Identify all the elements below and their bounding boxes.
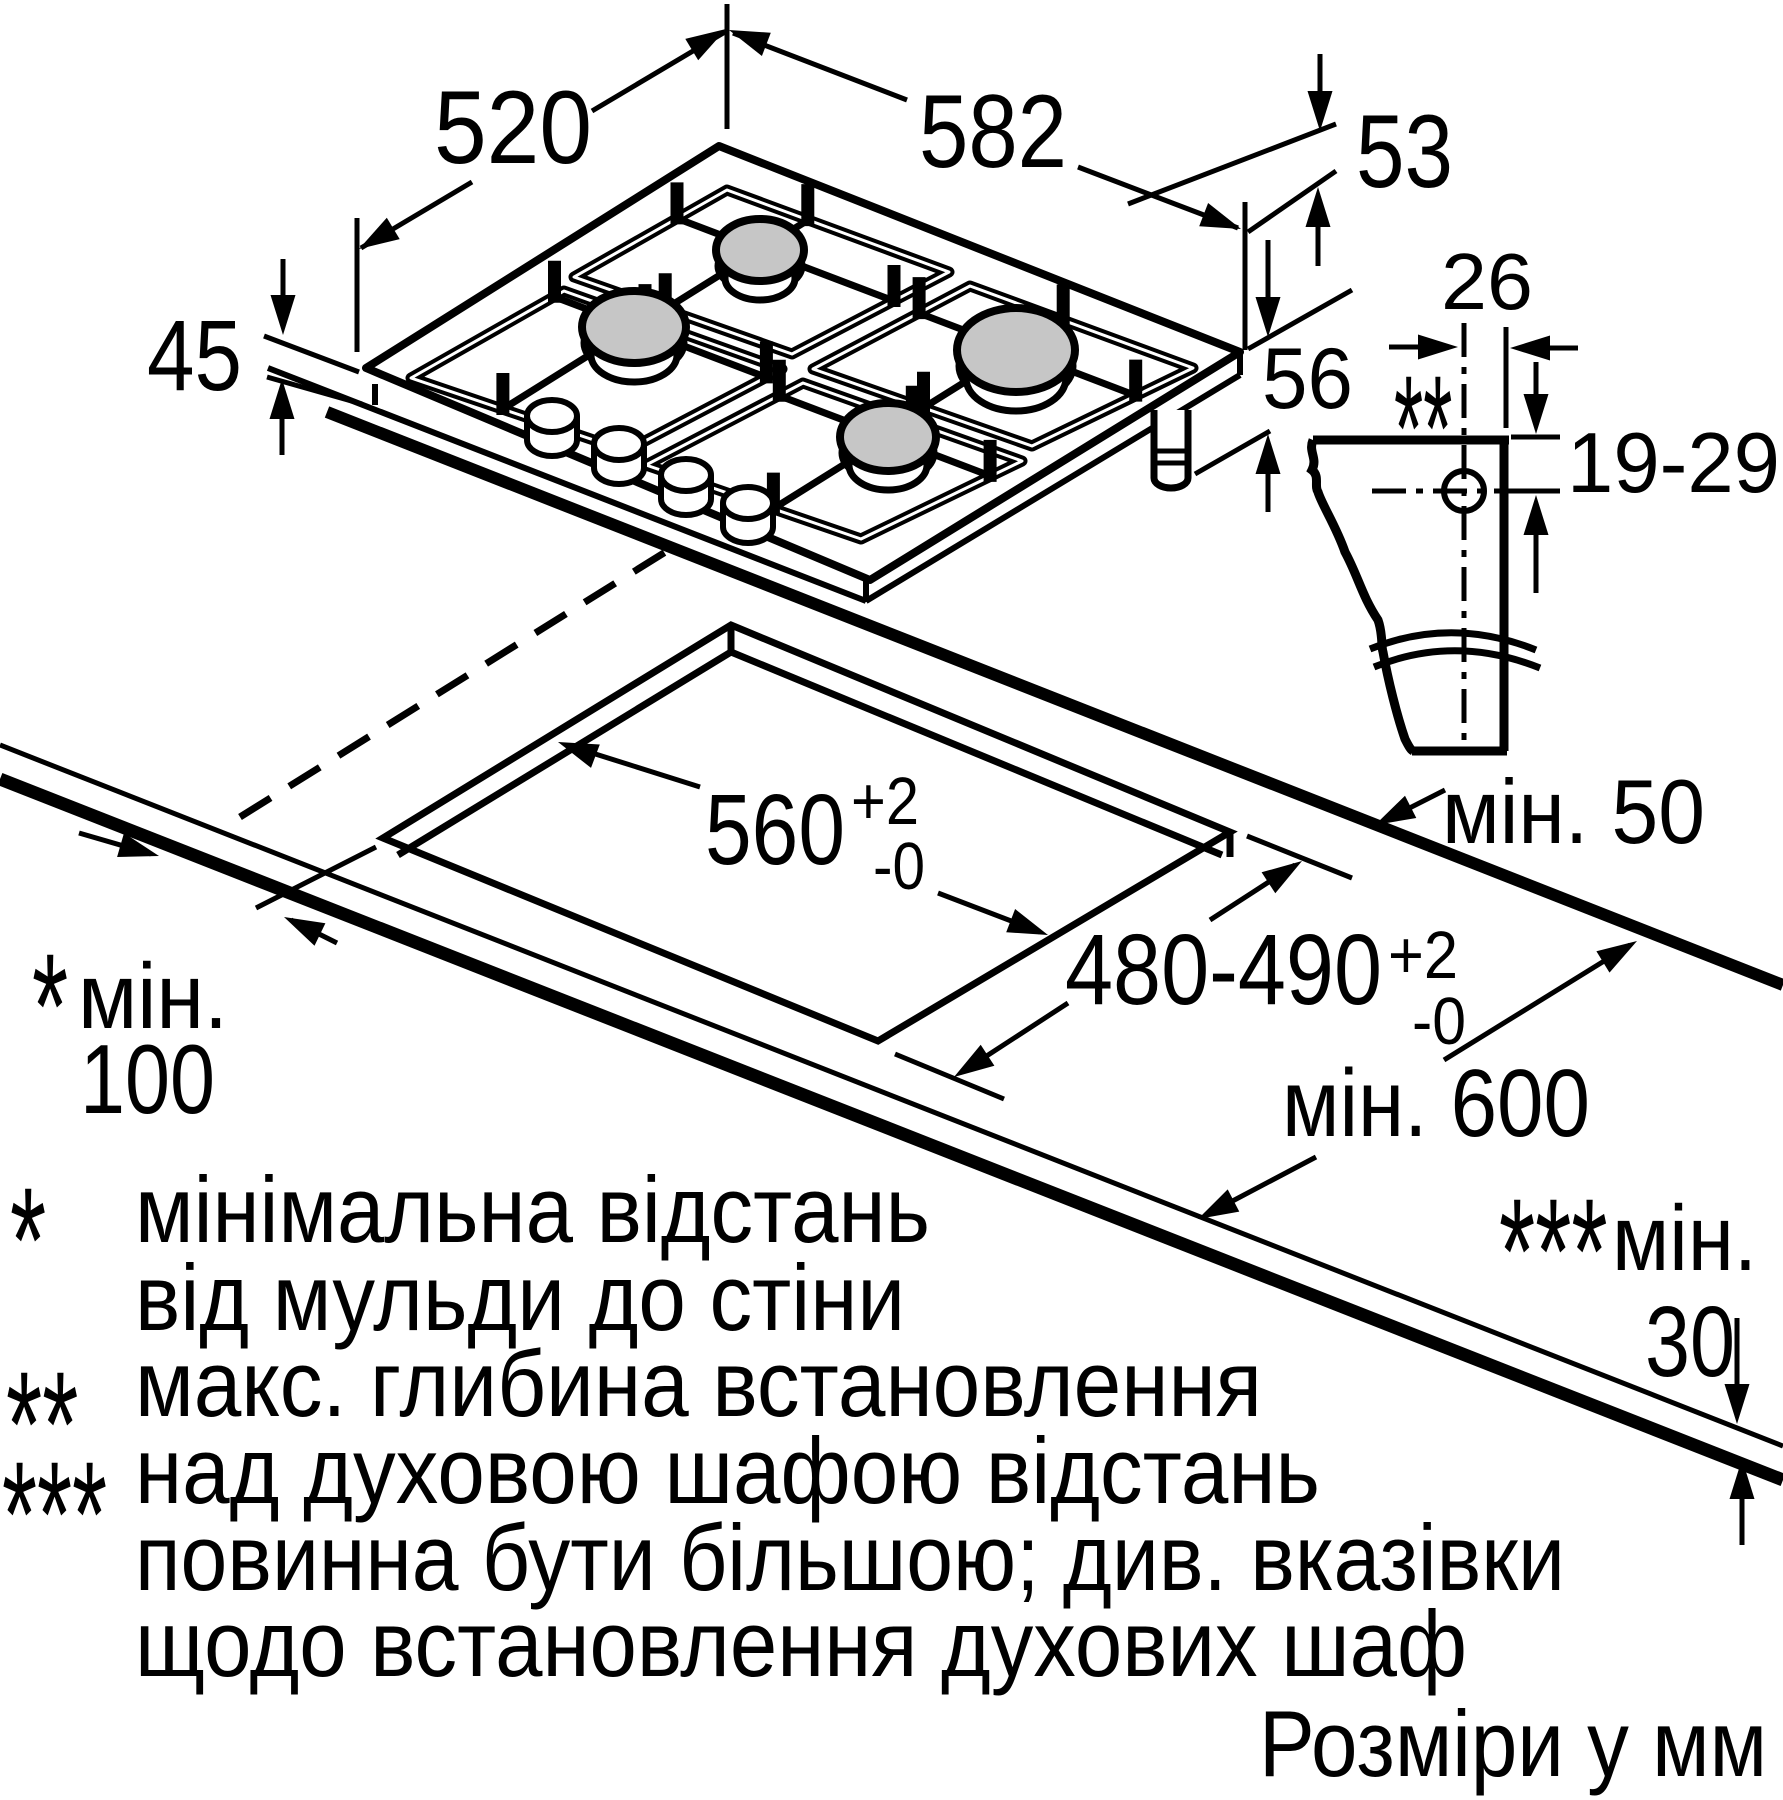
svg-text:щодо встановлення духових шаф: щодо встановлення духових шаф [135,1591,1467,1696]
svg-text:*: * [10,1157,46,1324]
svg-text:*: * [32,923,68,1090]
svg-text:100: 100 [80,1024,215,1134]
svg-text:мін.: мін. [1612,1186,1757,1290]
svg-text:-0: -0 [873,829,925,904]
svg-text:***: *** [1499,1168,1608,1335]
svg-text:480-490: 480-490 [1065,914,1382,1026]
svg-text:56: 56 [1262,331,1353,427]
svg-text:**: ** [1394,346,1452,513]
svg-text:+2: +2 [1388,918,1458,993]
svg-text:Розміри у мм: Розміри у мм [1259,1691,1767,1796]
svg-text:повинна бути більшою; див. вка: повинна бути більшою; див. вказівки [135,1505,1565,1610]
svg-text:26: 26 [1441,237,1533,326]
svg-text:520: 520 [434,70,592,186]
svg-text:мін. 50: мін. 50 [1442,762,1705,863]
svg-text:45: 45 [147,300,242,412]
svg-text:19-29: 19-29 [1567,416,1780,511]
svg-text:-0: -0 [1412,984,1466,1059]
svg-text:582: 582 [919,74,1067,190]
svg-text:30: 30 [1645,1286,1735,1398]
svg-text:над духовою шафою відстань: над духовою шафою відстань [135,1418,1320,1523]
svg-text:від мульди до стіни: від мульди до стіни [135,1245,905,1350]
svg-text:мін. 600: мін. 600 [1282,1050,1590,1157]
svg-text:макс. глибина встановлення: макс. глибина встановлення [135,1331,1262,1436]
svg-text:560: 560 [705,774,845,886]
svg-text:53: 53 [1356,94,1453,210]
svg-text:+2: +2 [851,764,919,839]
svg-text:мінімальна відстань: мінімальна відстань [135,1157,930,1262]
svg-text:**: ** [6,1341,78,1508]
svg-text:***: *** [2,1431,107,1598]
svg-text:мін.: мін. [78,944,228,1048]
